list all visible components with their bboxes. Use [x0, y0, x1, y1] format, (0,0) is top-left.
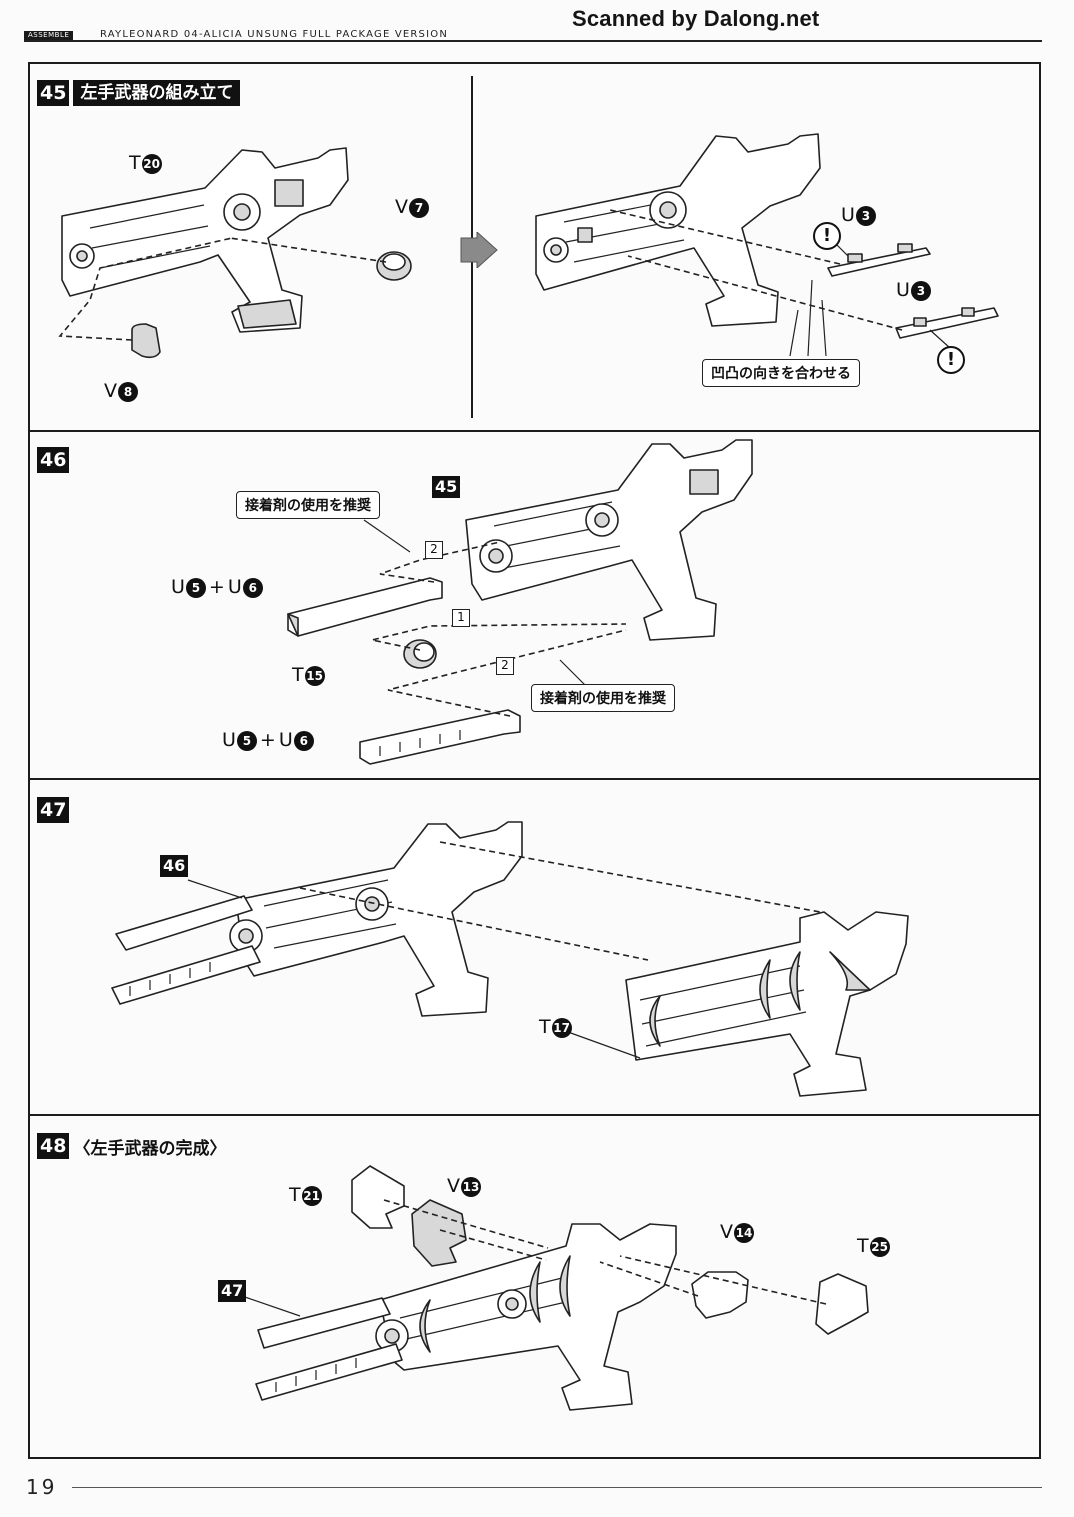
part-v13-shape	[411, 1199, 467, 1267]
part-t25-shape	[815, 1273, 869, 1335]
warning-icon-lower: !	[937, 346, 965, 374]
order-marker-1: 1	[452, 609, 470, 627]
divider-45-46	[30, 430, 1039, 432]
assembly-guides-45a	[58, 237, 387, 341]
part-v14-shape	[691, 1271, 749, 1319]
warning-icon-upper: !	[813, 222, 841, 250]
part-u5-u6-upper	[287, 577, 443, 637]
header-title: RAYLEONARD 04-ALICIA UNSUNG FULL PACKAGE…	[100, 29, 449, 40]
step-47-heading: 47	[37, 797, 70, 823]
order-marker-2-bottom: 2	[496, 657, 514, 675]
next-step-arrow-icon	[460, 232, 498, 268]
order-marker-2-top: 2	[425, 541, 443, 559]
callout-align-notches: 凹凸の向きを合わせる	[702, 359, 860, 387]
callout-glue-bottom: 接着剤の使用を推奨	[531, 684, 675, 712]
assembly-guides-48	[383, 1199, 827, 1305]
step-45-number: 45	[37, 80, 70, 106]
frame-t20-left	[61, 147, 349, 333]
reference-pointer-48	[241, 1295, 301, 1317]
page-number: 19	[26, 1475, 58, 1499]
frame-t20-right	[535, 133, 821, 327]
header-tag: ASSEMBLE	[24, 31, 74, 40]
scanner-watermark: Scanned by Dalong.net	[572, 6, 820, 31]
part-u5-u6-lower	[359, 709, 521, 765]
step-46-heading: 46	[37, 447, 70, 473]
assembly-45-body	[465, 439, 753, 641]
step-48-number: 48	[37, 1133, 70, 1159]
callout-glue-top: 接着剤の使用を推奨	[236, 491, 380, 519]
header-rule	[24, 40, 1042, 42]
step-48-heading: 48〈左手武器の完成〉	[37, 1133, 226, 1159]
part-t15	[403, 639, 437, 669]
assembly-47-body	[255, 1223, 677, 1411]
part-t21-shape	[351, 1165, 405, 1229]
step-45-title: 左手武器の組み立て	[73, 80, 241, 106]
step-46-reference: 45	[432, 476, 461, 498]
step-48-reference: 47	[218, 1280, 247, 1302]
step-48-title: 〈左手武器の完成〉	[73, 1138, 227, 1159]
callout-pointer-45	[789, 279, 827, 357]
assembly-guides-46	[371, 541, 627, 717]
assembly-46-body	[111, 821, 523, 1017]
assembly-guides-45b	[609, 209, 903, 331]
part-u3-lower	[895, 307, 999, 339]
page-header: ASSEMBLE RAYLEONARD 04-ALICIA UNSUNG FUL…	[24, 29, 1042, 42]
step-47-reference: 46	[160, 855, 189, 877]
footer-rule	[72, 1487, 1042, 1488]
part-v8-shape	[131, 323, 161, 359]
divider-46-47	[30, 778, 1039, 780]
part-u3-upper	[827, 243, 931, 277]
assembly-guides-47	[299, 841, 821, 961]
reference-pointers-47	[187, 879, 641, 1059]
step-46-number: 46	[37, 447, 70, 473]
part-t17-body	[625, 911, 909, 1097]
divider-47-48	[30, 1114, 1039, 1116]
step-47-number: 47	[37, 797, 70, 823]
